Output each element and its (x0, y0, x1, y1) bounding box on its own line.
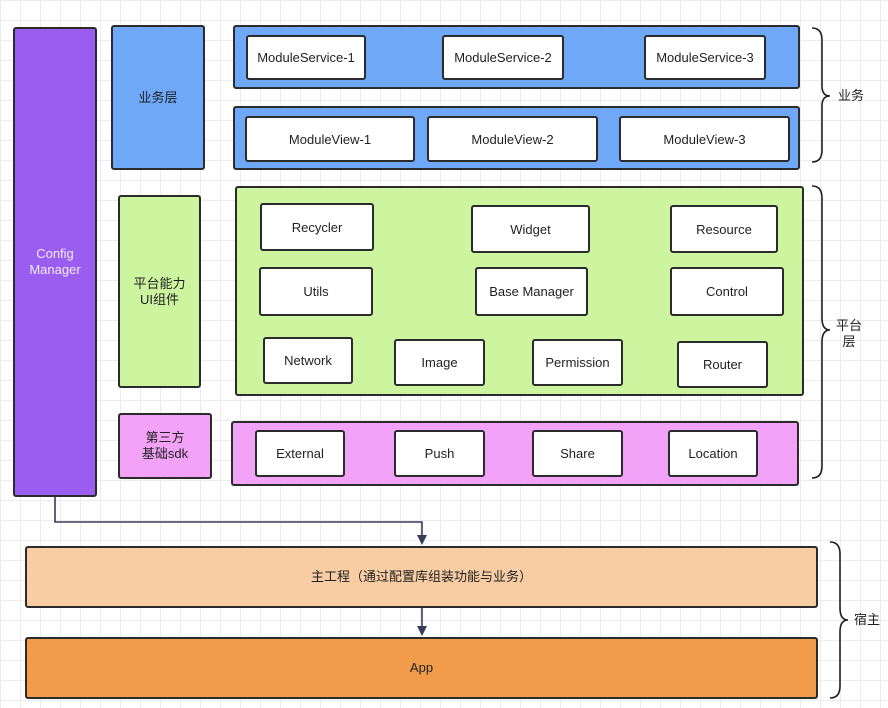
config-manager-label: Config Manager (29, 246, 81, 277)
platform-label: 平台能力 UI组件 (133, 275, 186, 307)
external-node: External (255, 430, 345, 477)
module-service-3: ModuleService-3 (644, 35, 766, 80)
config-to-main-arrow (54, 497, 427, 545)
module-service-1: ModuleService-1 (246, 35, 366, 80)
module-service-2: ModuleService-2 (442, 35, 564, 80)
app-label: App (409, 660, 434, 675)
brace-label-platform: 平台 层 (835, 318, 862, 349)
business-brace (811, 27, 831, 163)
share-node: Share (532, 430, 623, 477)
network-node: Network (263, 337, 353, 384)
module-view-3: ModuleView-3 (619, 116, 790, 162)
module-view-1: ModuleView-1 (245, 116, 415, 162)
thirdparty-label-box (118, 413, 212, 479)
platform-brace (811, 185, 831, 479)
utils-node: Utils (259, 267, 373, 316)
main-project-box (25, 546, 818, 608)
recycler-node: Recycler (260, 203, 374, 251)
config-manager-box (13, 27, 97, 497)
image-node: Image (394, 339, 485, 386)
push-node: Push (394, 430, 485, 477)
platform-label-box (118, 195, 201, 388)
resource-node: Resource (670, 205, 778, 253)
brace-label-business: 业务 (837, 88, 864, 103)
business-layer-box (111, 25, 205, 170)
host-brace (829, 541, 849, 699)
router-node: Router (677, 341, 768, 388)
widget-node: Widget (471, 205, 590, 253)
brace-label-host: 宿主 (853, 612, 880, 627)
app-box (25, 637, 818, 699)
main-project-label: 主工程（通过配置库组装功能与业务） (310, 569, 532, 584)
business-layer-label: 业务层 (138, 89, 178, 105)
location-node: Location (668, 430, 758, 477)
base-manager-node: Base Manager (475, 267, 588, 316)
control-node: Control (670, 267, 784, 316)
thirdparty-label: 第三方 基础sdk (141, 430, 189, 461)
module-view-2: ModuleView-2 (427, 116, 598, 162)
permission-node: Permission (532, 339, 623, 386)
